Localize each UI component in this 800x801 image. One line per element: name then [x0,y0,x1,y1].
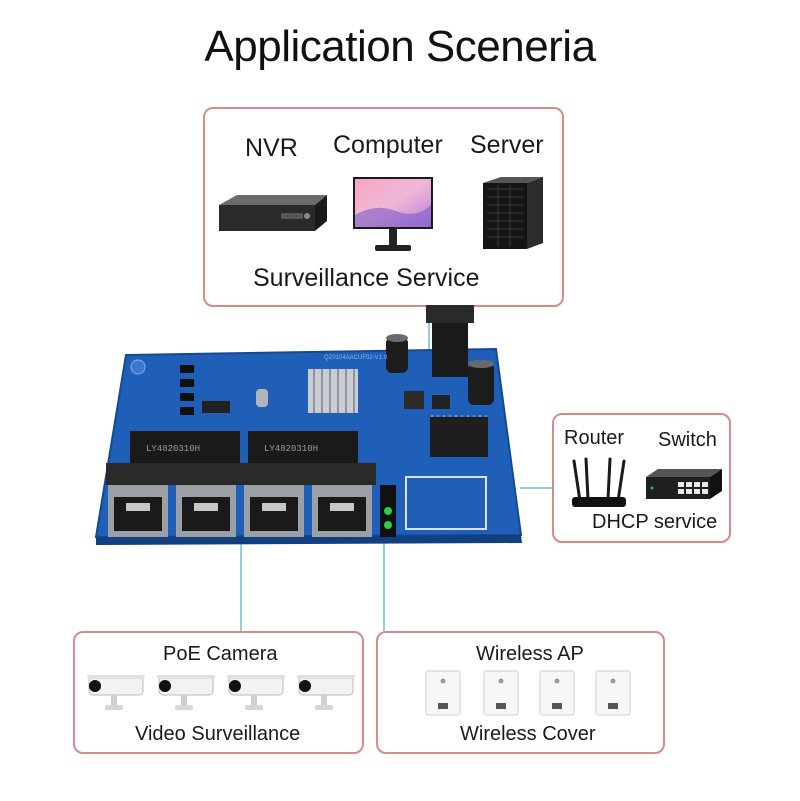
surveillance-service-caption: Surveillance Service [253,264,480,292]
device-label-nvr: NVR [245,134,298,162]
chip-label-1: LY4820310H [146,444,200,454]
status-led-green [384,507,392,515]
ethernet-port [312,485,372,537]
camera-icon [227,675,285,710]
surveillance-service-box: NVR Computer Server [203,107,564,307]
poe-switch-board: QZ0104AACUF02-V1.0 LY4820310H LY4820310H [94,305,523,545]
dhcp-service-caption: DHCP service [592,511,718,533]
server-rack-icon [483,177,543,249]
switch-icon [646,469,722,499]
device-label-computer: Computer [333,131,443,159]
connector-bottom-left [240,540,242,632]
camera-icon [297,675,355,710]
poe-camera-heading: PoE Camera [163,643,278,665]
transformer-chip [248,431,358,463]
wireless-ap-icon [539,670,575,716]
poe-camera-box: PoE Camera Video Surveillance [73,631,364,754]
camera-icon [87,675,145,710]
device-label-switch: Switch [658,429,717,451]
connector-right [520,487,554,489]
camera-icon [157,675,215,710]
computer-monitor-icon [353,177,433,251]
nvr-icon [219,195,327,231]
connector-top [428,305,430,357]
capacitor [468,363,494,405]
dc-power-jack [432,315,468,377]
board-silkscreen: QZ0104AACUF02-V1.0 [324,355,388,361]
diagram-title: Application Sceneria [204,22,596,71]
wireless-ap-heading: Wireless AP [476,643,584,665]
status-led-green [384,521,392,529]
wireless-ap-icon [595,670,631,716]
dhcp-service-box: Router Switch DHCP service [552,413,731,543]
connector-bottom-right [383,540,385,632]
ethernet-port [244,485,304,537]
wireless-cover-caption: Wireless Cover [460,723,596,745]
chip-label-2: LY4820310H [264,444,318,454]
ethernet-port [108,485,168,537]
transformer-chip [130,431,240,463]
device-label-server: Server [470,131,544,159]
wireless-ap-icon [483,670,519,716]
heatsink [308,369,358,413]
wireless-ap-icon [425,670,461,716]
router-icon [572,457,626,507]
capacitor [386,337,408,373]
video-surveillance-caption: Video Surveillance [135,723,301,745]
device-label-router: Router [564,427,625,449]
wireless-ap-box: Wireless AP Wireless Cover [376,631,665,754]
ethernet-port [176,485,236,537]
switch-ic-chip [430,417,488,457]
